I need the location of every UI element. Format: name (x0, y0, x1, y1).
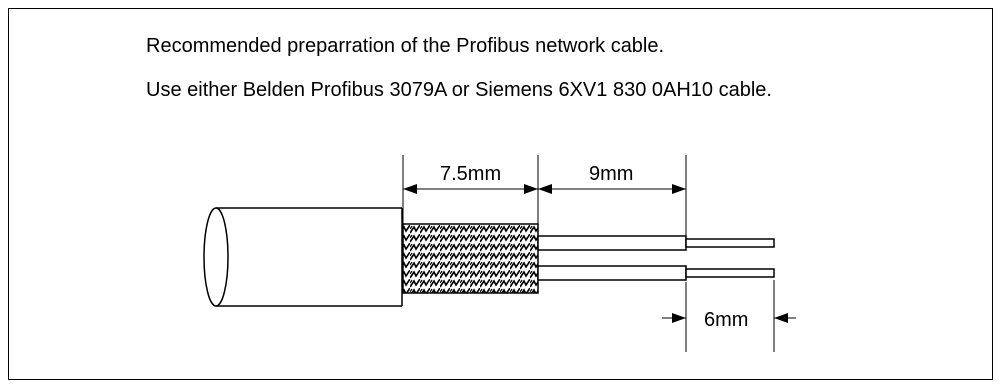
extension-lines (402, 155, 775, 352)
dimension-label-insulation: 9mm (589, 163, 633, 185)
cable-type-note: Use either Belden Profibus 3079A or Siem… (146, 79, 772, 101)
instruction-heading: Recommended preparration of the Profibus… (146, 35, 665, 57)
diagram-frame (8, 8, 993, 380)
cable-outer-jacket (203, 207, 403, 307)
braided-shield (402, 223, 539, 294)
insulated-conductor-lower (537, 265, 775, 281)
insulated-conductor-upper (537, 235, 775, 251)
dimension-label-conductor: 6mm (704, 309, 748, 331)
dimension-braid: 7.5mm (403, 163, 538, 194)
dimension-label-braid: 7.5mm (440, 163, 501, 185)
dimension-conductor: 6mm (662, 309, 796, 331)
dimension-insulation: 9mm (538, 163, 686, 194)
